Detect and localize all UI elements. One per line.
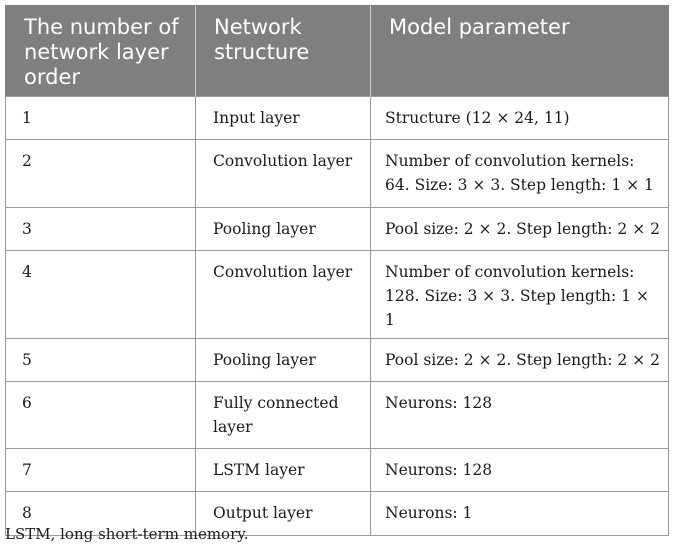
cell-parameter: Number of convolution kernels: 128. Size… — [370, 250, 669, 339]
cell-order: 6 — [5, 381, 196, 449]
header-layer-order: The number of network layer order — [5, 5, 196, 97]
cell-order: 3 — [5, 207, 196, 251]
cell-order: 2 — [5, 139, 196, 208]
cell-parameter: Pool size: 2 × 2. Step length: 2 × 2 — [370, 338, 669, 382]
cell-order: 5 — [5, 338, 196, 382]
table-row: 3 Pooling layer Pool size: 2 × 2. Step l… — [5, 207, 669, 251]
cell-order: 1 — [5, 96, 196, 140]
cell-structure: Convolution layer — [195, 139, 371, 208]
header-row: The number of network layer order Networ… — [5, 5, 669, 97]
cell-parameter: Neurons: 128 — [370, 448, 669, 492]
cell-structure: Fully connected layer — [195, 381, 371, 449]
table-body: 1 Input layer Structure (12 × 24, 11) 2 … — [5, 96, 669, 536]
cell-structure: Input layer — [195, 96, 371, 140]
cell-parameter: Neurons: 1 — [370, 491, 669, 536]
table-row: 5 Pooling layer Pool size: 2 × 2. Step l… — [5, 338, 669, 382]
cell-parameter: Pool size: 2 × 2. Step length: 2 × 2 — [370, 207, 669, 251]
network-structure-table: The number of network layer order Networ… — [5, 5, 669, 536]
cell-parameter: Neurons: 128 — [370, 381, 669, 449]
cell-parameter: Structure (12 × 24, 11) — [370, 96, 669, 140]
table-row: 1 Input layer Structure (12 × 24, 11) — [5, 96, 669, 140]
header-model-parameter: Model parameter — [370, 5, 669, 97]
table-row: 4 Convolution layer Number of convolutio… — [5, 250, 669, 339]
header-network-structure: Network structure — [195, 5, 371, 97]
cell-structure: LSTM layer — [195, 448, 371, 492]
cell-parameter: Number of convolution kernels: 64. Size:… — [370, 139, 669, 208]
cell-order: 7 — [5, 448, 196, 492]
cell-order: 8 — [5, 491, 196, 536]
cell-structure: Pooling layer — [195, 207, 371, 251]
cell-order: 4 — [5, 250, 196, 339]
table-row: 7 LSTM layer Neurons: 128 — [5, 448, 669, 492]
cell-structure: Pooling layer — [195, 338, 371, 382]
network-structure-table-container: The number of network layer order Networ… — [5, 5, 669, 536]
table-row: 6 Fully connected layer Neurons: 128 — [5, 381, 669, 449]
table-header: The number of network layer order Networ… — [5, 5, 669, 97]
table-footnote: LSTM, long short-term memory. — [5, 525, 249, 543]
table-row: 8 Output layer Neurons: 1 — [5, 491, 669, 536]
table-row: 2 Convolution layer Number of convolutio… — [5, 139, 669, 208]
cell-structure: Convolution layer — [195, 250, 371, 339]
